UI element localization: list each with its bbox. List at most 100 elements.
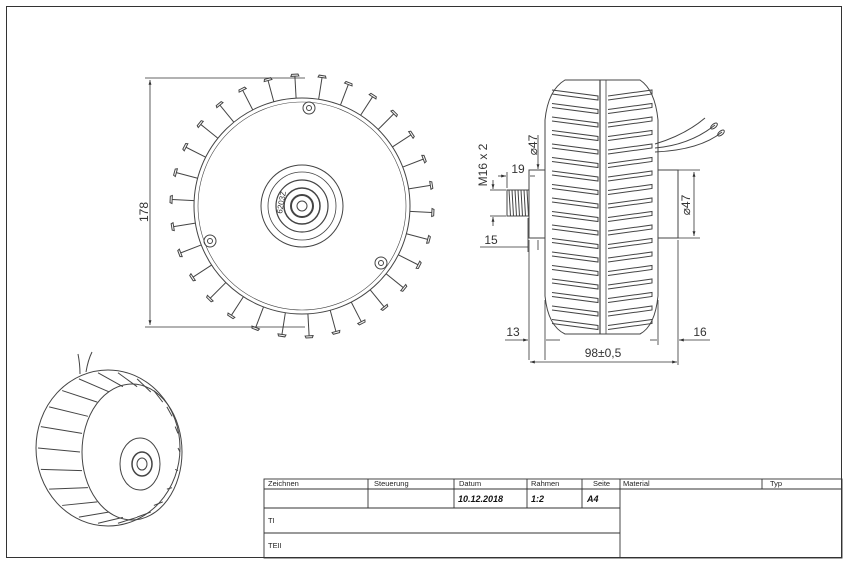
cable-end-2 [717,129,725,137]
front-inner-ring [197,101,407,311]
cooling-fin-tip [206,294,215,303]
iso-fin [48,406,89,417]
cooling-fin-tip [304,335,314,339]
cooling-fin-tip [368,92,377,100]
thread-line [523,189,526,217]
side-fin-left [551,224,599,236]
cooling-fin-tip [331,329,341,335]
cooling-fin [385,273,404,288]
iso-cable-1 [85,351,93,373]
side-fin-right [607,183,653,195]
dim-thread-label: M16 x 2 [476,143,490,186]
iso-fin [78,511,110,518]
cooling-fin-tip [277,333,287,338]
side-fin-left [551,116,599,128]
side-fin-right [607,210,653,222]
iso-shaft-core [136,457,148,471]
iso-fin [62,390,98,403]
iso-cable-2 [77,353,81,375]
hub-ring [260,164,344,248]
front-fins [169,73,435,339]
cooling-fin-tip [343,80,353,87]
cooling-fin [360,96,373,116]
iso-fin [117,372,138,388]
cooling-fin [255,306,265,328]
cooling-fin [180,244,202,254]
cooling-fin-tip [170,221,175,232]
iso-fin [166,487,173,490]
mount-hole-right [378,260,384,266]
mount-hole-top [306,105,312,111]
side-dimension-lines [480,135,710,365]
iso-shaft [131,451,153,477]
iso-fin [78,378,110,393]
dim-15-label: 15 [484,233,498,247]
cooling-fin [200,124,219,139]
iso-fin [40,426,83,434]
cable-3 [654,117,706,145]
cooling-fin-tip [182,142,189,152]
thread-line [508,189,511,217]
dim-178-label: 178 [137,202,151,222]
cooling-fin-tip [380,303,389,312]
side-fin-left [551,265,599,277]
side-fin-right [607,278,653,290]
cable-2 [654,131,723,153]
hub-ring-inner [267,171,337,241]
side-fin-left [551,211,599,223]
iso-fin [136,378,152,393]
side-housing [544,79,659,335]
mount-hole-left [207,238,213,244]
tb-value-rahmen: 1:2 [531,494,544,504]
iso-fin [117,516,138,524]
bearing-ring [283,187,321,225]
side-fin-right [607,197,653,209]
cooling-fin-tip [189,272,197,282]
cooling-fin-tip [317,74,327,79]
bearing-outer [275,179,329,233]
side-fin-left [551,292,599,304]
cooling-fin [329,310,337,332]
front-view: 6203Z [169,73,435,339]
cooling-fin [350,301,362,322]
iso-fin [177,447,181,453]
thread-line [520,189,523,217]
cooling-fin-tip [251,325,261,332]
cooling-fin [294,76,297,99]
side-fin-left [551,278,599,290]
iso-back-shell [35,369,181,527]
cooling-fin [402,158,424,168]
dim-19-label: 19 [511,162,525,176]
iso-fin [166,406,173,417]
mount-lug-top [302,101,316,115]
tb-header-rahmen: Rahmen [531,479,559,488]
cooling-fin [172,199,195,202]
cooling-fin [307,313,310,336]
side-fin-left [551,238,599,250]
bearing-label: 6203Z [275,190,288,214]
side-fin-left [551,130,599,142]
iso-fin [40,468,83,472]
iso-fin [153,390,164,403]
shaft-center [296,200,308,212]
iso-hub [119,437,161,491]
side-fin-left [551,184,599,196]
cooling-fin [339,84,349,106]
dim-front-diameter [145,77,305,328]
cooling-fin-tip [431,207,435,218]
side-fin-left [551,305,599,317]
cooling-fin [176,172,198,179]
tb-header-zeichnen: Zeichnen [268,479,299,488]
mount-lug-right [374,256,388,270]
cooling-fin-tip [215,100,224,109]
tb-header-material: Material [623,479,650,488]
right-hub [657,169,679,239]
dim-16-label: 16 [693,325,707,339]
side-fin-right [607,143,653,155]
iso-fin [153,501,163,506]
cooling-fin-tip [238,86,248,93]
side-view [506,79,725,335]
side-fin-right [607,251,653,263]
side-fin-right [607,305,653,317]
